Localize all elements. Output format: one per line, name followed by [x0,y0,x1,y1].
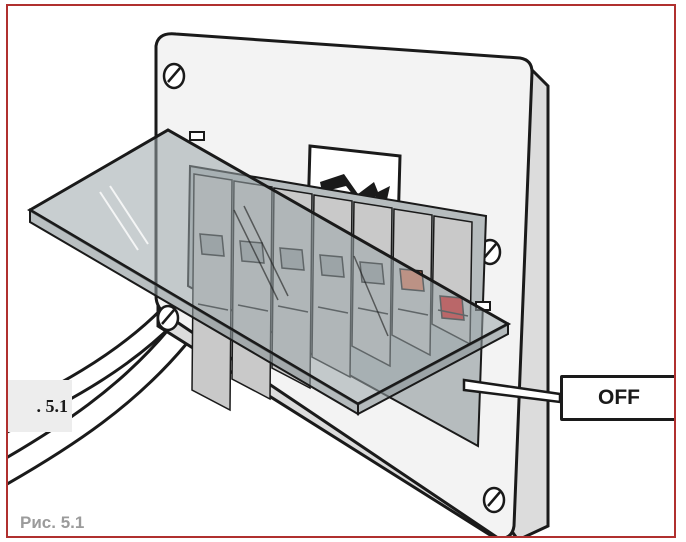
screw-icon [162,62,186,90]
screw-icon [156,304,180,332]
distribution-board-illustration [8,32,562,536]
screw-icon [482,486,506,514]
figure-caption: Рис. 5.1 [20,513,85,532]
figure-frame: . 5.1 OFF Рис. 5.1 [6,4,676,538]
off-callout-label: OFF [560,375,674,421]
figure-number-label: . 5.1 [8,380,72,432]
power-cable-inner [8,326,188,482]
